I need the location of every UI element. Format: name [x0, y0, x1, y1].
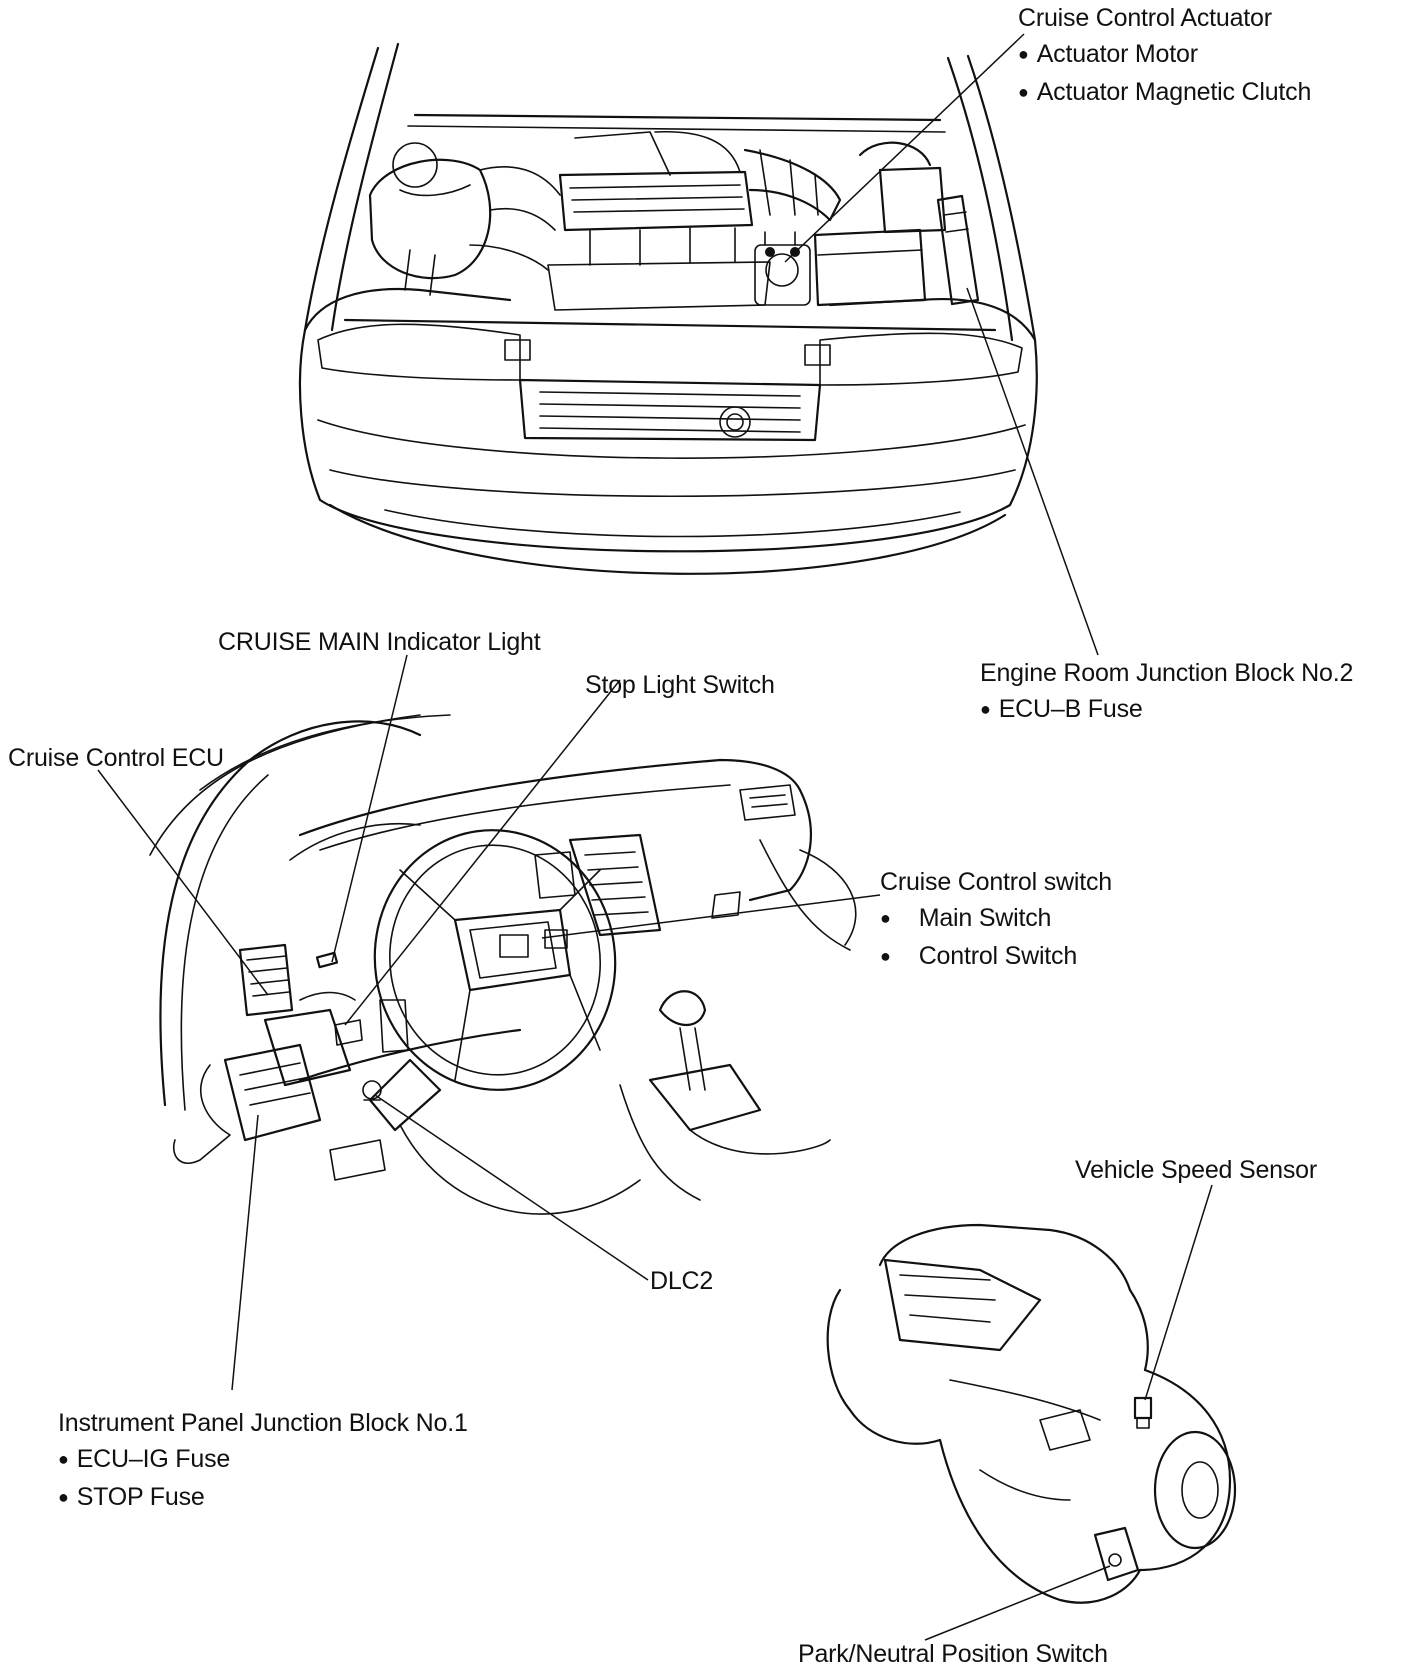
label-title: DLC2: [650, 1267, 714, 1295]
leader-park-neutral-switch: [924, 1565, 1111, 1641]
leader-cruise-main-light: [331, 654, 408, 963]
instrument-panel-illustration: [149, 714, 857, 1215]
label-park-neutral-position-switch: Park/Neutral Position Switch: [798, 1636, 1108, 1672]
label-dlc2: DLC2: [650, 1263, 713, 1299]
label-title: Stop Light Switch: [585, 671, 775, 699]
label-engine-room-junction-block: Engine Room Junction Block No.2 ECU–B Fu…: [980, 655, 1353, 729]
label-title: Park/Neutral Position Switch: [798, 1640, 1108, 1668]
label-item-stop-fuse: STOP Fuse: [58, 1479, 468, 1517]
label-title: Cruise Control ECU: [8, 744, 224, 772]
leader-actuator: [784, 33, 1025, 263]
leader-engine-room-jb: [966, 287, 1099, 656]
label-cruise-main-indicator-light: CRUISE MAIN Indicator Light: [218, 624, 541, 660]
label-instrument-panel-junction-block: Instrument Panel Junction Block No.1 ECU…: [58, 1405, 468, 1517]
label-title: Engine Room Junction Block No.2: [980, 659, 1354, 687]
label-title: CRUISE MAIN Indicator Light: [218, 628, 541, 656]
label-cruise-control-actuator: Cruise Control Actuator Actuator Motor A…: [1018, 0, 1311, 112]
leader-vehicle-speed-sensor: [1144, 1184, 1213, 1401]
label-cruise-control-ecu: Cruise Control ECU: [8, 740, 224, 776]
label-item-main-switch: Main Switch: [880, 900, 1112, 938]
transaxle-illustration: [826, 1223, 1237, 1604]
label-title: Vehicle Speed Sensor: [1075, 1156, 1318, 1184]
leader-instrument-panel-jb: [231, 1114, 259, 1391]
label-cruise-control-switch: Cruise Control switch Main Switch Contro…: [880, 864, 1112, 976]
label-item-actuator-motor: Actuator Motor: [1018, 36, 1311, 74]
engine-compartment-illustration: [298, 42, 1038, 575]
leader-lines: [97, 33, 1213, 1641]
leader-cruise-switch: [541, 894, 881, 939]
leader-stop-light-switch: [344, 679, 621, 1026]
label-stop-light-switch: Stop Light Switch: [585, 667, 775, 703]
label-item-ecu-b-fuse: ECU–B Fuse: [980, 691, 1353, 729]
leader-cruise-ecu: [97, 769, 269, 996]
label-title: Instrument Panel Junction Block No.1: [58, 1409, 468, 1437]
label-item-actuator-magnetic-clutch: Actuator Magnetic Clutch: [1018, 74, 1312, 112]
label-item-ecu-ig-fuse: ECU–IG Fuse: [58, 1441, 468, 1479]
label-title: Cruise Control Actuator: [1018, 4, 1272, 32]
leader-dlc2: [374, 1094, 649, 1281]
label-item-control-switch: Control Switch: [880, 938, 1112, 976]
label-vehicle-speed-sensor: Vehicle Speed Sensor: [1075, 1152, 1317, 1188]
label-title: Cruise Control switch: [880, 868, 1112, 896]
